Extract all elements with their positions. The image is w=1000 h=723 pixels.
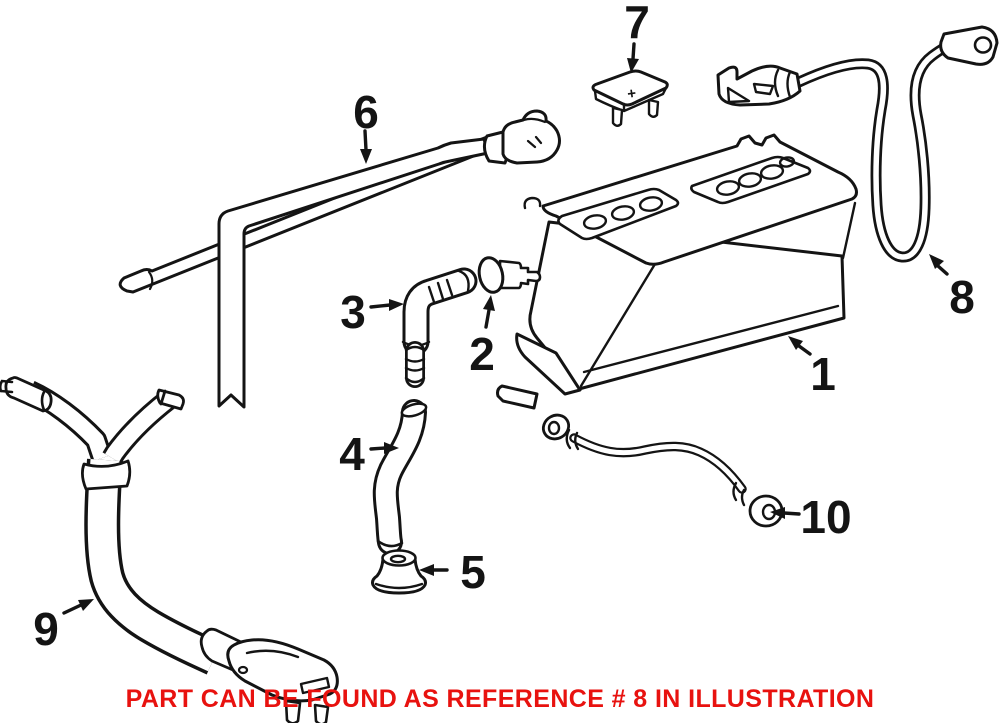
duct-housing-dot bbox=[237, 665, 249, 675]
cover-peg bbox=[611, 106, 624, 127]
plug-disc bbox=[477, 256, 505, 294]
duct-trunk-inner bbox=[87, 459, 220, 672]
cable10-ferrule1 bbox=[565, 428, 580, 451]
callout-arrows bbox=[62, 42, 949, 615]
elbow-stub-detail bbox=[404, 345, 426, 384]
duct-collar bbox=[81, 459, 132, 491]
grommet-bottom-line bbox=[374, 582, 424, 590]
arrow-2 bbox=[483, 295, 495, 329]
hose-bottom-cap bbox=[376, 539, 404, 548]
cable8-clamp-ferrule bbox=[773, 68, 792, 99]
callout-6: 6 bbox=[353, 86, 379, 138]
bracket-rod-tip-line bbox=[147, 270, 154, 291]
elbow-connector-illustration bbox=[401, 267, 478, 388]
positive-cable-illustration bbox=[716, 25, 999, 263]
cable8-ring-hole bbox=[973, 36, 993, 54]
duct-left-tip bbox=[0, 379, 46, 412]
ground-cable-illustration bbox=[541, 413, 784, 528]
bracket-strap bbox=[217, 137, 490, 409]
battery-foot bbox=[515, 332, 582, 396]
duct-housing-details bbox=[245, 649, 331, 695]
callout-2: 2 bbox=[469, 328, 495, 380]
callout-8: 8 bbox=[949, 271, 975, 323]
callout-3: 3 bbox=[340, 286, 366, 338]
battery-illustration bbox=[496, 133, 858, 410]
duct-prong bbox=[284, 699, 302, 723]
elbow-ribs bbox=[427, 278, 454, 304]
arrow-4 bbox=[369, 442, 399, 454]
arrow-8 bbox=[929, 254, 949, 276]
cable8-clamp-hole bbox=[726, 82, 775, 104]
hose-tube-inner bbox=[375, 402, 424, 552]
grommet-body bbox=[371, 557, 427, 595]
arrow-9 bbox=[62, 599, 94, 615]
arrow-6 bbox=[360, 129, 372, 164]
battery-case-seam bbox=[582, 304, 840, 374]
battery-case-corner bbox=[579, 201, 857, 388]
callout-10: 10 bbox=[800, 491, 851, 543]
callout-7: 7 bbox=[624, 0, 650, 48]
callout-5: 5 bbox=[460, 546, 486, 598]
cover-lip bbox=[593, 86, 668, 113]
cable8-ring-terminal bbox=[939, 25, 999, 66]
arrow-7 bbox=[627, 42, 639, 73]
cable10-wire-inner bbox=[571, 435, 745, 492]
cover-plate bbox=[591, 69, 669, 107]
duct-right-branch-inner bbox=[105, 392, 174, 463]
callout-9: 9 bbox=[33, 603, 59, 655]
terminal-cover-illustration: + bbox=[591, 69, 669, 127]
hose-top-opening bbox=[400, 402, 428, 418]
callout-numbers: 1 2 3 4 5 6 7 8 9 10 bbox=[33, 0, 975, 655]
duct-prong bbox=[313, 703, 330, 723]
callout-1: 1 bbox=[810, 348, 836, 400]
arrow-3 bbox=[369, 299, 404, 311]
callout-4: 4 bbox=[339, 428, 365, 480]
reference-note: PART CAN BE FOUND AS REFERENCE # 8 IN IL… bbox=[125, 685, 875, 713]
battery-cell-caps bbox=[582, 156, 796, 230]
duct-connector-housing bbox=[226, 638, 339, 703]
cover-peg bbox=[647, 98, 660, 118]
arrow-1 bbox=[788, 336, 812, 356]
cable10-ferrule2 bbox=[732, 481, 746, 507]
cable8-wire-inner bbox=[796, 40, 958, 260]
cable-duct-illustration bbox=[0, 376, 339, 723]
elbow-end-cap bbox=[457, 269, 470, 293]
plug-body bbox=[498, 259, 542, 290]
arrow-5 bbox=[419, 564, 449, 576]
cable10-ring1-hole bbox=[547, 420, 561, 436]
grommet-rim bbox=[381, 549, 417, 567]
battery-case bbox=[528, 220, 846, 391]
hold-down-bracket-illustration bbox=[118, 109, 561, 409]
battery-foot-left bbox=[496, 384, 539, 410]
battery-vent-bump bbox=[523, 196, 542, 210]
vent-hose-illustration bbox=[372, 399, 428, 555]
duct-right-tip bbox=[156, 388, 185, 411]
battery-cell-panel-right bbox=[690, 155, 812, 205]
vent-plug-illustration bbox=[477, 256, 542, 294]
duct-left-tip-sleeve bbox=[4, 376, 53, 413]
bracket-fitting-detail bbox=[522, 117, 547, 149]
grommet-illustration bbox=[371, 549, 427, 595]
cover-plus-marking: + bbox=[626, 85, 637, 103]
arrow-10 bbox=[770, 507, 801, 519]
grommet-hole bbox=[389, 554, 407, 564]
battery-cell-panel-left bbox=[557, 187, 680, 241]
